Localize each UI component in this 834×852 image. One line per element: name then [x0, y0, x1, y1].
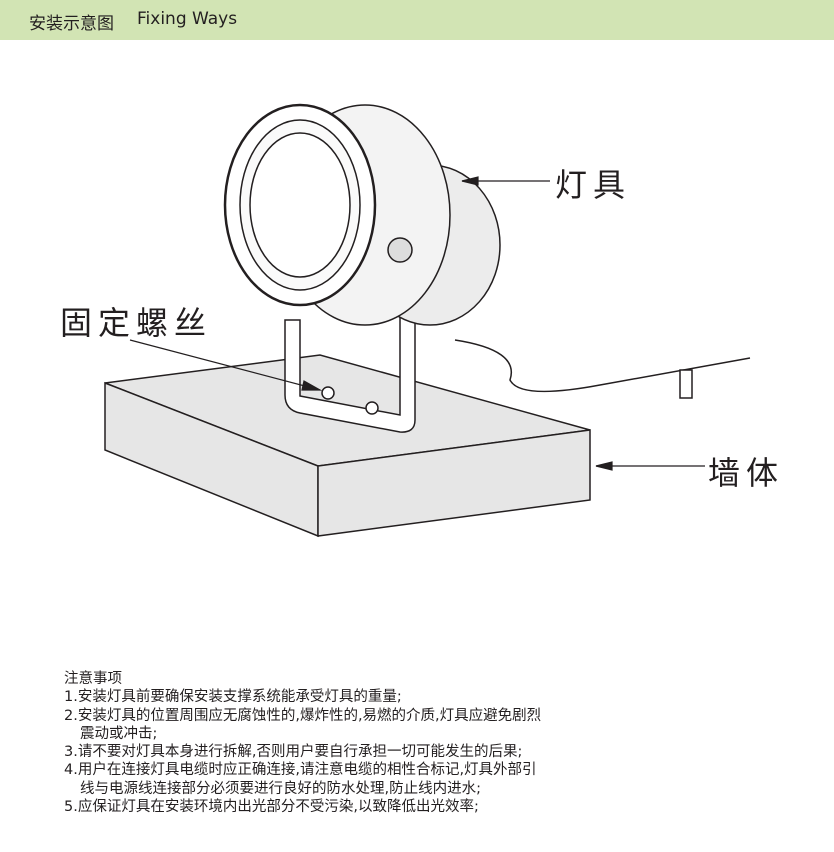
fixing-screw — [365, 401, 379, 415]
note-line: 3.请不要对灯具本身进行拆解,否则用户要自行承担一切可能发生的后果; — [64, 744, 523, 761]
label-fixing-screw: 固定螺丝 — [60, 304, 213, 342]
note-line: 线与电源线连接部分必须要进行良好的防水处理,防止线内进水; — [80, 780, 481, 797]
header-title-cn: 安装示意图 — [29, 14, 114, 34]
header-title-en: Fixing Ways — [137, 9, 238, 29]
cable — [454, 339, 751, 399]
header-bar: 安装示意图 Fixing Ways — [0, 0, 834, 40]
precautions-title: 注意事项 — [64, 671, 122, 687]
note-line: 5.应保证灯具在安装环境内出光部分不受污染,以致降低出光效率; — [64, 799, 479, 816]
fixing-screw — [321, 386, 335, 400]
wall-block — [104, 354, 591, 538]
label-wall: 墙体 — [708, 454, 785, 492]
leader-lines — [129, 176, 705, 471]
installation-diagram — [104, 103, 751, 538]
note-line: 震动或冲击; — [80, 725, 158, 742]
note-line: 2.安装灯具的位置周围应无腐蚀性的,爆炸性的,易燃的介质,灯具应避免剧烈 — [64, 707, 542, 724]
precautions: 注意事项 1.安装灯具前要确保安装支撑系统能承受灯具的重量; 2.安装灯具的位置… — [64, 670, 541, 816]
note-line: 1.安装灯具前要确保安装支撑系统能承受灯具的重量; — [64, 689, 402, 706]
lamp-body — [223, 103, 501, 326]
label-lamp: 灯具 — [555, 166, 632, 204]
note-line: 4.用户在连接灯具电缆时应正确连接,请注意电缆的相性合标记,灯具外部引 — [64, 762, 537, 779]
